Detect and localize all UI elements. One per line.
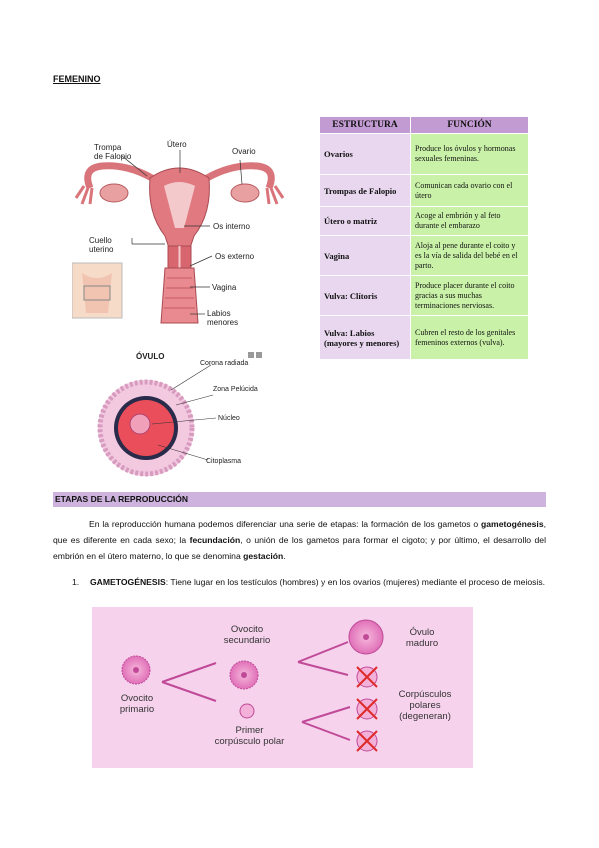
label-citoplasma: Citoplasma — [206, 458, 242, 465]
cell-estructura: Vulva: Clítoris — [319, 275, 411, 316]
cell-estructura: Vulva: Labios (mayores y menores) — [319, 315, 411, 360]
ovulo-diagram: ÓVULO Corona radiada Zona Pelúcida Núcle… — [96, 350, 266, 478]
cell-funcion: Produce los óvulos y hormonas sexuales f… — [410, 133, 529, 175]
label-os-interno: Os interno — [213, 222, 250, 231]
table-header-funcion: FUNCIÓN — [410, 116, 529, 134]
intro-paragraph: En la reproducción humana podemos difere… — [53, 519, 546, 561]
structure-function-table: ESTRUCTURA FUNCIÓN Ovarios Produce los ó… — [319, 116, 529, 360]
cell-funcion: Aloja al pene durante el coito y es la v… — [410, 235, 529, 276]
cell-funcion: Cubren el resto de los genitales femenin… — [410, 315, 529, 360]
label-os-externo: Os externo — [215, 252, 255, 261]
label-vagina: Vagina — [212, 283, 237, 292]
cell-funcion: Acoge al embrión y al feto durante el em… — [410, 206, 529, 236]
cell-estructura: Ovarios — [319, 133, 411, 175]
section-bar-etapas: ETAPAS DE LA REPRODUCCIÓN — [53, 492, 546, 507]
cell-estructura: Útero o matriz — [319, 206, 411, 236]
table-row: Trompas de Falopio Comunican cada ovario… — [319, 174, 529, 207]
uterus-illustration — [71, 150, 285, 324]
gametogenesis-illustration — [121, 619, 384, 752]
section-title-etapas: ETAPAS DE LA REPRODUCCIÓN — [55, 494, 189, 504]
cell-estructura: Vagina — [319, 235, 411, 276]
cell-funcion: Produce placer durante el coito gracias … — [410, 275, 529, 316]
table-header-estructura: ESTRUCTURA — [319, 116, 411, 134]
table-row: Vagina Aloja al pene durante el coito y … — [319, 235, 529, 276]
cell-funcion: Comunican cada ovario con el útero — [410, 174, 529, 207]
table-row: Vulva: Labios (mayores y menores) Cubren… — [319, 315, 529, 360]
label-zona: Zona Pelúcida — [213, 386, 258, 393]
ovulo-illustration — [97, 352, 262, 477]
table-row: Vulva: Clítoris Produce placer durante e… — [319, 275, 529, 316]
label-ovulo-title: ÓVULO — [136, 352, 165, 361]
label-utero: Útero — [167, 140, 187, 149]
list-item-gametogenesis: 1. GAMETOGÉNESIS: Tiene lugar en los tes… — [72, 577, 546, 587]
section-title-femenino: FEMENINO — [53, 74, 101, 84]
label-corona: Corona radiada — [200, 360, 249, 367]
table-row: Ovarios Produce los óvulos y hormonas se… — [319, 133, 529, 175]
label-ovario: Ovario — [232, 147, 256, 156]
cell-estructura: Trompas de Falopio — [319, 174, 411, 207]
label-nucleo: Núcleo — [218, 415, 240, 422]
table-row: Útero o matriz Acoge al embrión y al fet… — [319, 206, 529, 236]
